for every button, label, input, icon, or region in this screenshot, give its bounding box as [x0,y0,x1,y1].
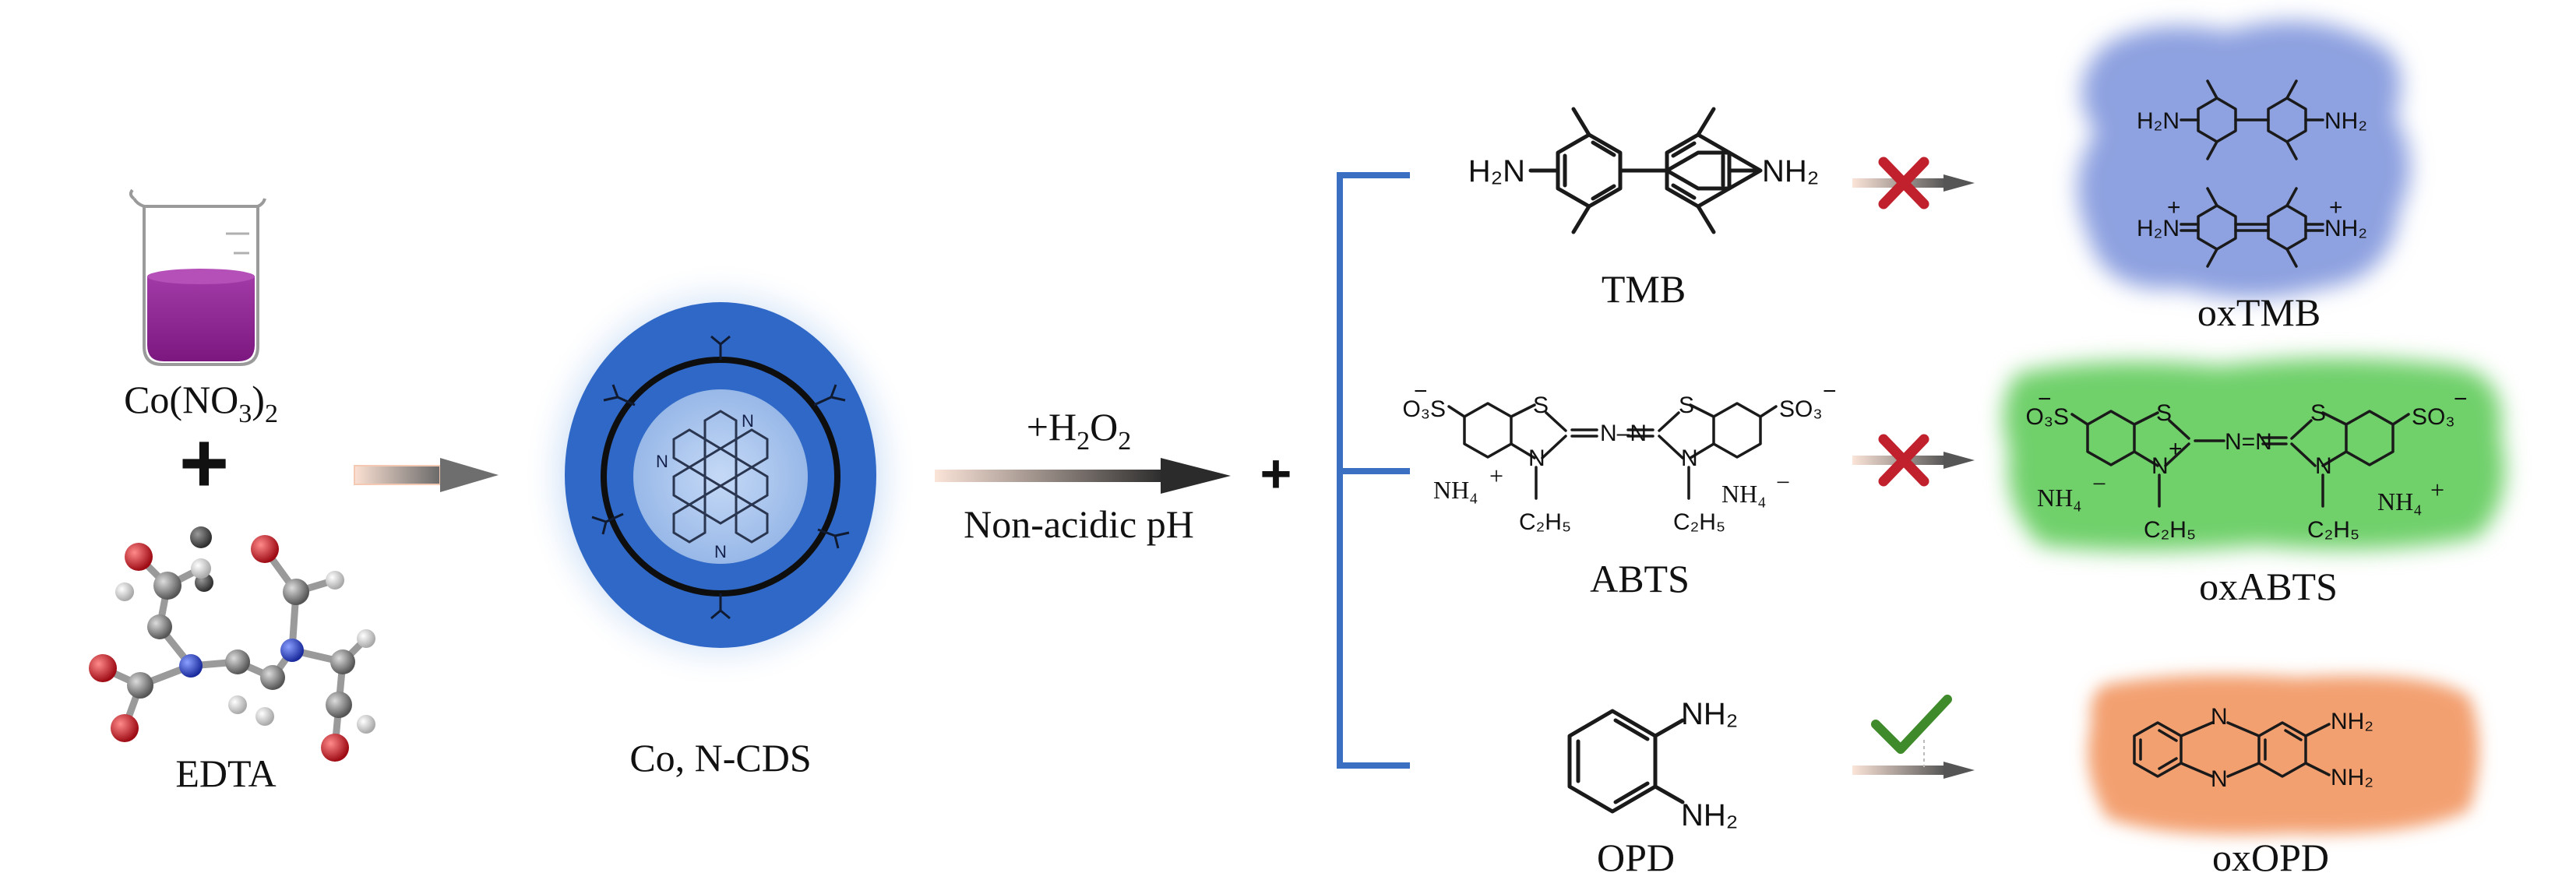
oxtmb-iminium-right: NH₂ [2324,216,2367,241]
oxabts-structure [2070,410,2410,508]
oxabts-sulfur-left: S [2156,400,2172,426]
oxabts-ammonium-right: NH₄ [2377,487,2422,516]
abts-ammonium-right-charge: − [1776,468,1790,496]
oxabts-sulfonate-right-charge: − [2454,386,2468,412]
abts-label: ABTS [1590,557,1690,600]
oxabts-ammonium-left: NH₄ [2037,484,2081,512]
oxopd-amine-bottom: NH₂ [2331,765,2373,790]
edta-molecule-model [89,526,375,762]
co-n-cds-particle: N N N [522,261,919,689]
abts-sulfur-right: S [1679,392,1694,418]
abts-nitrogen-left: N [1528,445,1545,471]
opd-structure [1567,709,1685,814]
oxabts-ethyl-right: C₂H₅ [2307,517,2359,543]
co-n-cds-label: Co, N-CDS [629,736,811,780]
oxabts-sulfonate-left: O₃S [2025,404,2069,430]
abts-ammonium-right: NH₄ [1721,480,1766,508]
abts-sulfonate-right: SO₃ [1779,396,1823,422]
oxopd-structure [2133,721,2331,778]
oxabts-nitrogen-left: N [2151,453,2169,479]
oxabts-ammonium-right-charge: + [2430,476,2444,504]
oxopd-nitrogen-bottom: N [2211,766,2228,792]
oxabts-sulfonate-right: SO₃ [2412,404,2455,430]
abts-ethyl-right: C₂H₅ [1673,509,1725,535]
oxtmb-charge-right: + [2329,195,2343,220]
oxtmb-amine-top-right: NH₂ [2324,108,2367,134]
abts-ammonium-left-charge: + [1489,462,1503,490]
oxabts-ammonium-left-charge: − [2092,470,2106,498]
opd-amine-top: NH₂ [1681,697,1738,731]
precursor-plus-sign: + [179,415,229,511]
abts-sulfonate-left: O₃S [1402,396,1446,422]
edta-label: EDTA [175,751,276,795]
synthesis-arrow [354,458,499,492]
abts-ethyl-left: C₂H₅ [1519,509,1571,535]
oxabts-nitrogen-right: N [2315,453,2332,479]
abts-ammonium-left: NH₄ [1433,476,1478,504]
oxtmb-amine-top-left: H₂N [2137,108,2180,134]
cobalt-nitrate-label: Co(NO3)2 [124,378,278,428]
tmb-amine-left: H₂N [1468,154,1525,188]
oxtmb-product-glow [2077,21,2410,298]
oxopd-nitrogen-top: N [2211,704,2228,730]
h2o2-label: +H2O2 [1027,405,1131,456]
reaction-arrow [935,458,1231,494]
oxopd-label: oxOPD [2212,836,2329,879]
oxabts-product-glow [2003,358,2505,551]
oxabts-label: oxABTS [2199,565,2338,608]
tmb-label: TMB [1602,267,1686,311]
tmb-cross-icon [1878,157,1929,209]
tmb-structure [1528,107,1763,234]
abts-sulfonate-left-charge: − [1414,378,1428,404]
core-n-dopant-bottom: N [714,542,727,561]
oxtmb-structure-bottom [2180,187,2324,268]
substrate-plus-sign: + [1260,443,1292,504]
oxabts-azo-link: N=N [2225,429,2272,455]
oxopd-product-glow [2088,674,2479,835]
graphitic-core-lattice [672,410,769,544]
oxtmb-structure-top [2180,79,2324,160]
abts-structure [1447,402,1778,500]
substrate-bracket [1337,172,1410,769]
oxtmb-label: oxTMB [2197,290,2321,334]
oxopd-amine-top: NH₂ [2331,709,2373,734]
tmb-structure-right-ring [1665,107,1759,234]
abts-sulfur-left: S [1533,392,1549,418]
oxtmb-iminium-left: H₂N [2137,216,2180,241]
abts-sulfonate-right-charge: − [1823,378,1837,404]
oxabts-ethyl-left: C₂H₅ [2144,517,2196,543]
opd-amine-bottom: NH₂ [1681,798,1738,832]
oxabts-charge-plus: + [2169,436,2183,462]
oxabts-sulfur-right: S [2310,400,2326,426]
tmb-amine-right: NH₂ [1762,154,1819,188]
oxtmb-charge-left: + [2167,195,2181,220]
opd-check-icon [1871,695,1952,754]
surface-carboxyl-groups [591,335,850,620]
core-n-dopant-top: N [742,411,754,431]
beaker [129,188,266,366]
opd-label: OPD [1597,836,1675,879]
core-n-dopant-left: N [656,452,668,471]
abts-azo-link: N–N [1600,421,1647,446]
abts-nitrogen-right: N [1681,445,1698,471]
non-acidic-ph-label: Non-acidic pH [964,502,1194,546]
abts-cross-icon [1878,434,1929,487]
opd-reaction-arrow [1852,740,1975,779]
oxabts-sulfonate-left-charge: − [2038,386,2052,412]
